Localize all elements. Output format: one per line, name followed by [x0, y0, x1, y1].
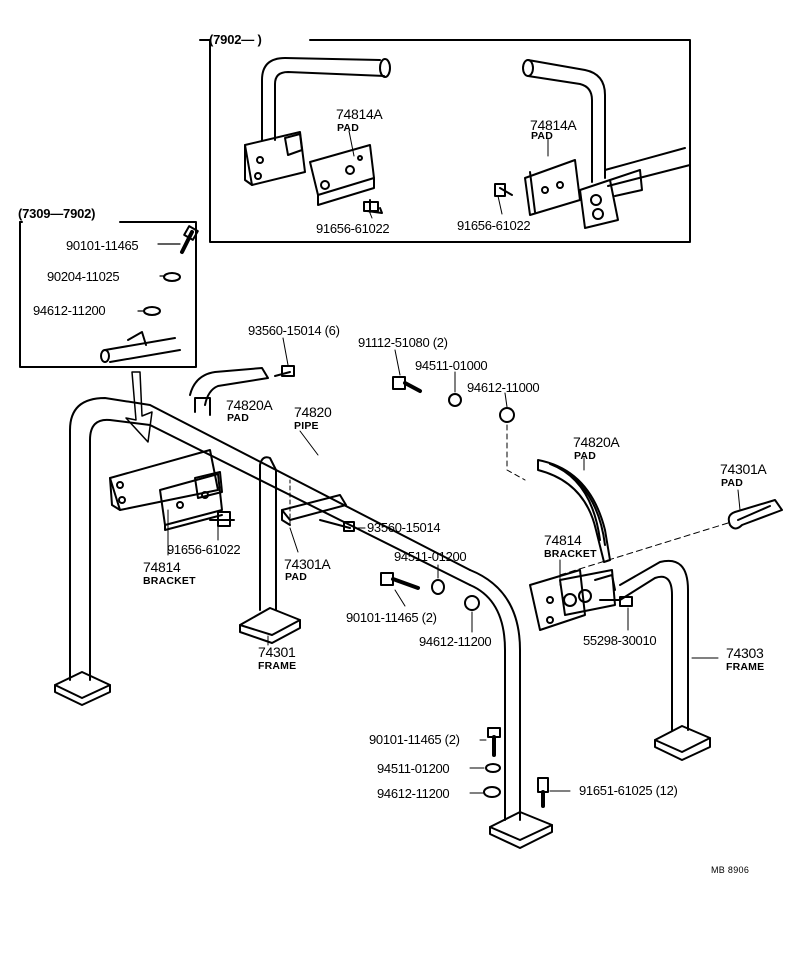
hardware-bottom [483, 727, 549, 808]
pipe-74820 [69, 397, 521, 821]
callout-bottom-94511-01200: 94511-01200 [377, 761, 450, 776]
callout-bottom-94612-11200: 94612-11200 [377, 786, 450, 801]
inset-left-plain-washer: 94612-11200 [33, 303, 106, 318]
hardware-center [392, 376, 526, 481]
pad-74820a-right-name: PAD [574, 450, 596, 462]
inset-top-right-pad-number: 74814A [530, 117, 577, 133]
pipe-74820-name: PIPE [294, 420, 319, 432]
pad-74301a-mid-name: PAD [285, 571, 307, 583]
frame-74303 [619, 559, 711, 761]
left-foot [54, 671, 111, 706]
hardware-center-low [380, 572, 480, 611]
leader-lines [167, 130, 741, 794]
callout-91112-51080: 91112-51080 (2) [358, 335, 448, 350]
pad-74820a-left-number: 74820A [226, 397, 273, 413]
callout-90101-11465-2: 90101-11465 (2) [346, 610, 437, 625]
frame-74303-number: 74303 [726, 645, 764, 661]
bracket-74814-right-name: BRACKET [544, 548, 597, 560]
frame-74301-number: 74301 [258, 644, 296, 660]
pad-74301a-right [559, 499, 783, 576]
bracket-74814-left-name: BRACKET [143, 575, 196, 587]
callout-93560-15014: 93560-15014 [367, 520, 441, 535]
pad-74301a-right-name: PAD [721, 477, 743, 489]
bracket-74814-left [109, 449, 235, 531]
pad-74301a-mid [281, 479, 355, 532]
inset-top-right-pad-name: PAD [531, 130, 553, 142]
callout-55298-30010: 55298-30010 [583, 633, 657, 648]
callout-94511-01200: 94511-01200 [394, 549, 467, 564]
frame-74301-name: FRAME [258, 660, 297, 672]
bracket-74814-right-number: 74814 [544, 532, 582, 548]
callout-94612-11000: 94612-11000 [467, 380, 540, 395]
pad-74820a-right [537, 459, 611, 563]
inset-left-frame [19, 221, 197, 368]
bracket-74814-left-number: 74814 [143, 559, 181, 575]
callout-93560-15014-6: 93560-15014 (6) [248, 323, 340, 338]
inset-arrow [125, 371, 153, 443]
pad-74301a-right-number: 74301A [720, 461, 767, 477]
bottom-foot [489, 811, 553, 849]
pad-74820a-left-name: PAD [227, 412, 249, 424]
pad-74820a-right-number: 74820A [573, 434, 620, 450]
inset-top-left-pad-name: PAD [337, 122, 359, 134]
inset-top-left-bolt-number: 91656-61022 [316, 221, 390, 236]
frame-74301-upright [239, 456, 301, 644]
callout-bottom-91651-61025-12: 91651-61025 (12) [579, 783, 678, 798]
callout-bottom-90101-11465-2: 90101-11465 (2) [369, 732, 460, 747]
inset-top-frame [199, 39, 691, 243]
inset-left-lock-washer: 90204-11025 [47, 269, 120, 284]
inset-top-left-assembly [244, 57, 391, 214]
callout-94511-01000: 94511-01000 [415, 358, 488, 373]
bracket-74814-right [529, 569, 633, 631]
inset-top-right-bolt-number: 91656-61022 [457, 218, 531, 233]
diagram-code: MB 8906 [711, 865, 750, 875]
inset-left-bolt: 90101-11465 [66, 238, 139, 253]
pipe-74820-number: 74820 [294, 404, 332, 420]
callout-91656-61022: 91656-61022 [167, 542, 241, 557]
callout-94612-11200: 94612-11200 [419, 634, 492, 649]
pad-74301a-mid-number: 74301A [284, 556, 331, 572]
pad-74820a-left [189, 365, 295, 416]
inset-top-range-label: (7902— ) [209, 32, 262, 47]
inset-top-left-pad-number: 74814A [336, 106, 383, 122]
inset-left-hardware [100, 225, 199, 363]
inset-top-right-assembly [494, 59, 691, 229]
inset-left-range-label: (7309—7902) [18, 206, 96, 221]
frame-74303-name: FRAME [726, 661, 765, 673]
